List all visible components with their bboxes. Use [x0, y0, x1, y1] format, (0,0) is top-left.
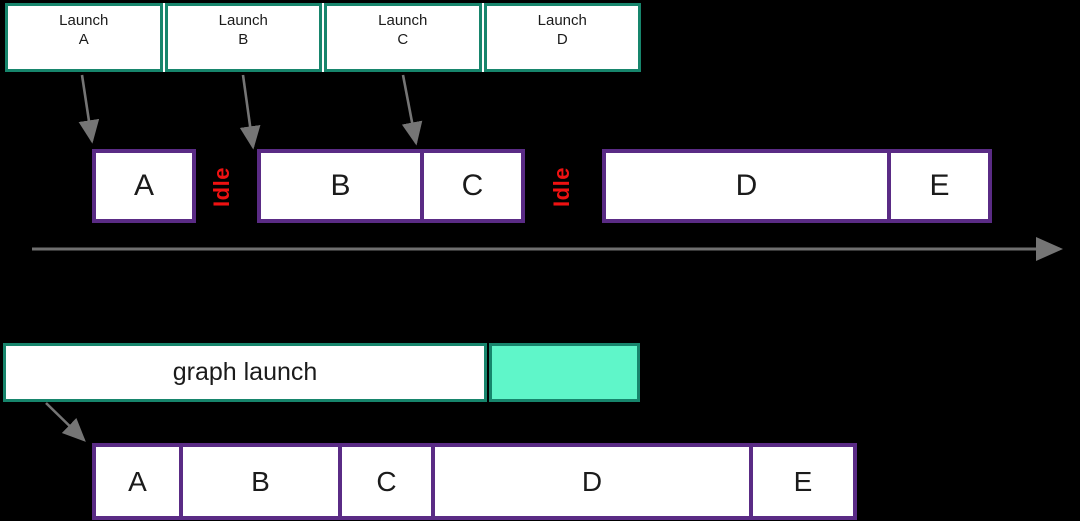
graph-kernel-box-b: B: [179, 443, 342, 520]
launch-cell-a: Launch A: [5, 3, 163, 72]
launch-label-letter: B: [238, 31, 249, 48]
kernel-label: B: [251, 465, 270, 497]
launch-cell-b: Launch B: [164, 3, 322, 72]
graph-kernel-box-a: A: [92, 443, 183, 520]
kernel-label: B: [330, 169, 351, 202]
launch-label-letter: C: [397, 31, 409, 48]
graph-launch-time-saved-fill: [489, 343, 640, 402]
idle-gap-1: Idle: [192, 153, 252, 221]
kernel-box-a: A: [92, 149, 196, 223]
launch-label-word: Launch: [218, 12, 268, 29]
idle-gap-2: Idle: [532, 153, 592, 221]
graph-launch-box: graph launch: [3, 343, 487, 402]
launch-label-letter: D: [556, 31, 568, 48]
graph-launch-arrow: [45, 402, 86, 442]
launch-a-arrow: [78, 74, 100, 144]
kernel-label: A: [128, 465, 147, 497]
graph-launch-label: graph launch: [172, 358, 318, 386]
kernel-label: C: [461, 169, 484, 202]
kernel-label: D: [735, 169, 758, 202]
kernel-label: E: [929, 169, 950, 202]
launch-label-word: Launch: [537, 12, 587, 29]
launch-label-word: Launch: [59, 12, 109, 29]
idle-label: Idle: [549, 167, 574, 207]
launch-cell-d: Launch D: [483, 3, 641, 72]
kernel-label: E: [793, 465, 813, 497]
launch-c-arrow: [401, 74, 423, 146]
kernel-box-c: C: [420, 149, 525, 223]
graph-kernel-box-c: C: [338, 443, 435, 520]
kernel-label: C: [376, 465, 397, 497]
idle-label: Idle: [209, 167, 234, 207]
kernel-label: A: [133, 169, 154, 202]
launch-label-letter: A: [78, 31, 89, 48]
launch-label-word: Launch: [378, 12, 428, 29]
kernel-box-e: E: [887, 149, 992, 223]
launch-cell-c: Launch C: [324, 3, 482, 72]
kernel-box-d: D: [602, 149, 891, 223]
kernel-box-b: B: [257, 149, 424, 223]
graph-kernel-box-e: E: [749, 443, 857, 520]
launch-strip: Launch A Launch B Launch C Launch D: [5, 3, 641, 72]
kernel-label: D: [581, 465, 603, 497]
graph-kernel-box-d: D: [431, 443, 753, 520]
launch-b-arrow: [239, 74, 261, 150]
